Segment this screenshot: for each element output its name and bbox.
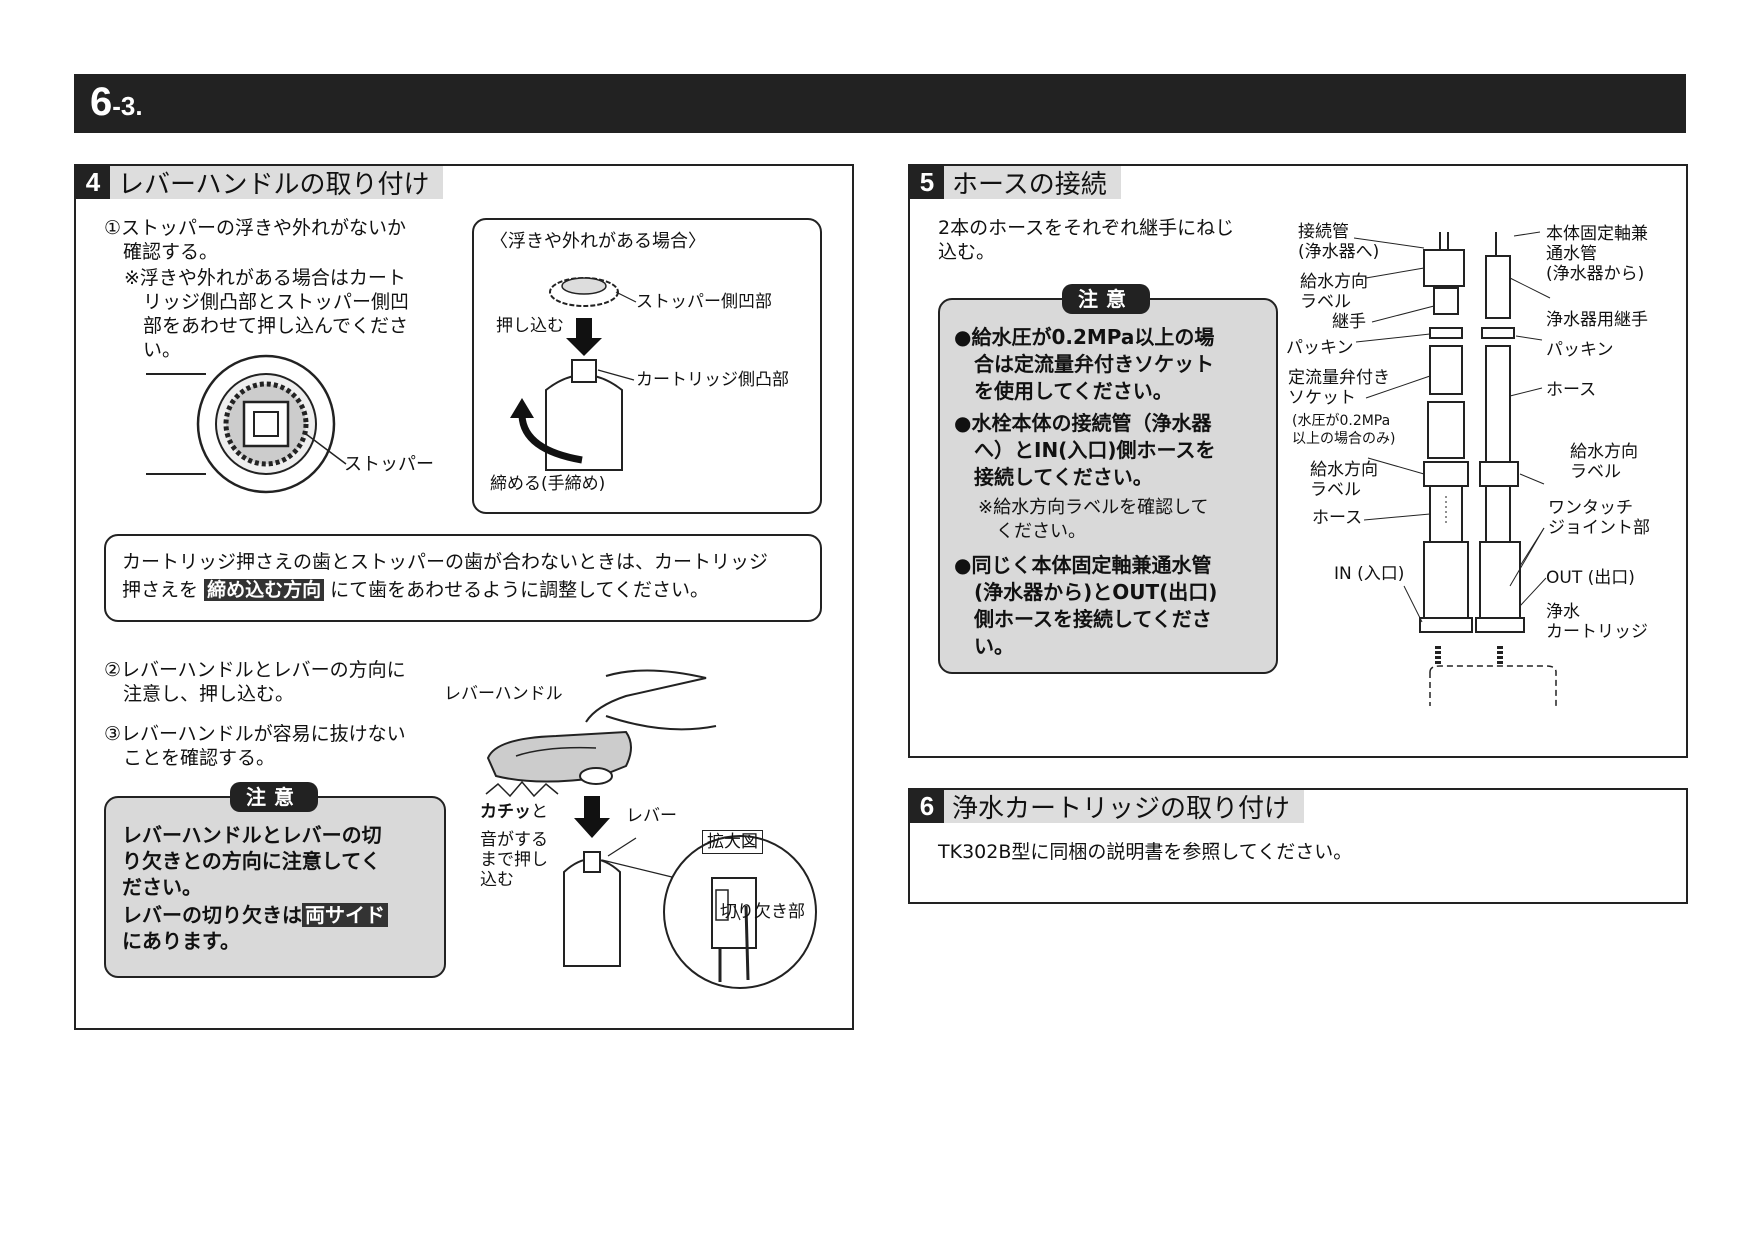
section-5-title: ホースの接続 (952, 170, 1107, 200)
note-line-2-pre: 押さえを (122, 579, 199, 601)
inset-stopper-recess-label: ストッパー側凹部 (636, 292, 772, 312)
inset-push-label: 押し込む (496, 316, 564, 336)
inset-tighten-label: 締める(手締め) (490, 474, 606, 494)
caution-text: レバーハンドルとレバーの切 り欠きとの方向に注意してく ださい。 (122, 823, 382, 899)
label-packing-right: パッキン (1546, 340, 1614, 360)
step-1-text: ①ストッパーの浮きや外れがないか 確認する。 (104, 217, 407, 263)
label-socket-note: (水圧が0.2MPa 以上の場合のみ) (1292, 413, 1396, 447)
hose-connection-diagram (1353, 231, 1557, 706)
label-purifier-fitting: 浄水器用継手 (1546, 310, 1648, 330)
step-3-text: ③レバーハンドルが容易に抜けない ことを確認する。 (104, 723, 406, 769)
note-line-2-post: にて歯をあわせるように調整してください。 (330, 579, 709, 601)
caution-bullet-1: ●給水圧が0.2MPa以上の場 合は定流量弁付きソケット を使用してください。 (954, 325, 1215, 403)
section-6-panel: 6 浄水カートリッジの取り付け TK302B型に同梱の説明書を参照してください。 (908, 788, 1688, 904)
label-out: OUT (出口) (1546, 568, 1635, 588)
section-6-number: 6 (910, 790, 944, 823)
lever-handle-label: レバーハンドル (444, 684, 563, 704)
label-in: IN (入口) (1334, 564, 1405, 584)
zoom-label: 拡大図 (702, 830, 763, 854)
section-5-intro: 2本のホースをそれぞれ継手にねじ 込む。 (938, 217, 1235, 263)
section-4-number: 4 (76, 166, 110, 199)
inset-title: 〈浮きや外れがある場合〉 (490, 231, 706, 252)
section-5-caution-box: 注意 ●給水圧が0.2MPa以上の場 合は定流量弁付きソケット を使用してくださ… (938, 284, 1278, 674)
label-socket: 定流量弁付き ソケット (1288, 368, 1390, 408)
section-number: 6-3. (90, 80, 143, 124)
section-6-heading: 6 浄水カートリッジの取り付け (910, 790, 1305, 824)
section-header-bar: 6-3. (74, 74, 1686, 133)
caution-text-2: レバーの切り欠きは両サイド (122, 902, 388, 928)
section-4-caution-box: 注意 レバーハンドルとレバーの切 り欠きとの方向に注意してく ださい。 レバーの… (104, 782, 446, 978)
label-connection-pipe: 接続管 (浄水器へ) (1298, 222, 1380, 262)
label-flow-direction-2: 給水方向 ラベル (1310, 460, 1378, 500)
caution-text-3: にあります。 (122, 929, 240, 953)
caution-bullet-2-note: ※給水方向ラベルを確認して ください。 (978, 497, 1209, 542)
stopper-inset-box: 〈浮きや外れがある場合〉 押し込む ストッパー側凹部 カートリッジ側凸部 締める… (472, 218, 822, 514)
label-one-touch-joint: ワンタッチ ジョイント部 (1548, 498, 1650, 538)
stopper-label: ストッパー (344, 454, 434, 475)
section-5-number: 5 (910, 166, 944, 199)
tooth-adjust-note-box: カートリッジ押さえの歯とストッパーの歯が合わないときは、カートリッジ 押さえを … (104, 534, 822, 622)
label-packing-left: パッキン (1286, 338, 1354, 358)
caution-badge-5: 注意 (1062, 284, 1150, 314)
step-2-text: ②レバーハンドルとレバーの方向に 注意し、押し込む。 (104, 659, 406, 705)
label-hose-left: ホース (1312, 508, 1363, 528)
note-line-1: カートリッジ押さえの歯とストッパーの歯が合わないときは、カートリッジ (122, 551, 769, 573)
label-flow-direction-3: 給水方向 ラベル (1570, 442, 1638, 482)
click-word: カチッ (480, 802, 531, 822)
notch-label: 切り欠き部 (720, 902, 805, 922)
section-6-text: TK302B型に同梱の説明書を参照してください。 (938, 841, 1353, 863)
section-5-heading: 5 ホースの接続 (910, 166, 1121, 200)
label-body-pipe: 本体固定軸兼 通水管 (浄水器から) (1546, 224, 1648, 284)
sound-label: 音がする まで押し 込む (480, 830, 548, 890)
caution-bullet-2: ●水栓本体の接続管（浄水器 へ）とIN(入口)側ホースを 接続してください。 (954, 411, 1216, 489)
lever-label: レバー (626, 806, 677, 826)
label-flow-direction-1: 給水方向 ラベル (1300, 272, 1368, 312)
caution-badge: 注意 (230, 782, 318, 812)
label-hose-right: ホース (1546, 380, 1597, 400)
tighten-direction-highlight: 締め込む方向 (204, 579, 325, 601)
label-fitting: 継手 (1332, 312, 1366, 332)
section-4-title: レバーハンドルの取り付け (118, 170, 430, 200)
section-6-title: 浄水カートリッジの取り付け (952, 794, 1291, 824)
label-cartridge: 浄水 カートリッジ (1546, 602, 1648, 642)
click-label: カチッと (480, 802, 548, 822)
section-4-heading: 4 レバーハンドルの取り付け (76, 166, 444, 200)
caution-bullet-3: ●同じく本体固定軸兼通水管 (浄水器から)とOUT(出口) 側ホースを接続してく… (954, 553, 1218, 658)
both-sides-highlight: 両サイド (302, 903, 388, 927)
click-to: と (531, 802, 548, 822)
section-5-panel: 5 ホースの接続 2本のホースをそれぞれ継手にねじ 込む。 注意 ●給水圧が0.… (908, 164, 1688, 758)
stopper-illustration (146, 354, 347, 494)
lever-handle-illustration (485, 669, 817, 989)
inset-cartridge-illustration (510, 277, 637, 471)
step-1-note: ※浮きや外れがある場合はカート リッジ側凸部とストッパー側凹 部をあわせて押し込… (124, 267, 410, 361)
inset-cartridge-boss-label: カートリッジ側凸部 (636, 370, 789, 390)
caution-text-2-pre: レバーの切り欠きは (122, 903, 302, 927)
note-line-2: 押さえを 締め込む方向 にて歯をあわせるように調整してください。 (122, 578, 709, 602)
section-4-panel: 4 レバーハンドルの取り付け ①ストッパーの浮きや外れがないか 確認する。 ※浮… (74, 164, 854, 1030)
